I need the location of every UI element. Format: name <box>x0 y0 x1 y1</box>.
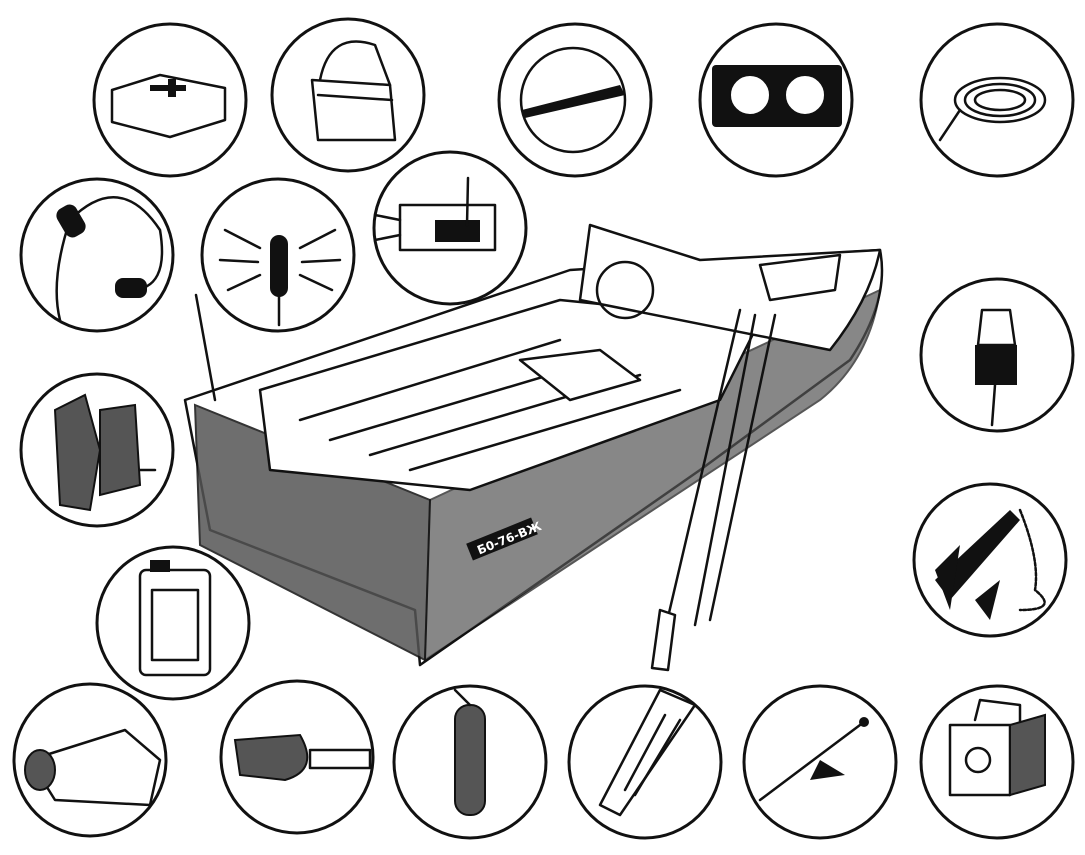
rope-coil-icon <box>919 22 1075 178</box>
motor-boat: Б0-76-ВЖ <box>183 223 884 672</box>
instrument-panel-icon <box>698 22 854 178</box>
bailer-scoop-icon <box>219 679 375 835</box>
first-aid-kit-icon <box>92 22 248 178</box>
bag-icon <box>270 17 426 173</box>
tarp-roll-icon <box>12 682 168 838</box>
box-icon <box>919 684 1075 840</box>
oars <box>650 308 777 672</box>
flashlight-icon <box>200 177 356 333</box>
steering-wheel-icon <box>497 22 653 178</box>
anchor-icon <box>912 482 1068 638</box>
navigation-light-icon <box>919 277 1075 433</box>
fender-icon <box>392 684 548 840</box>
paddle-icon <box>567 684 723 840</box>
boathook-icon <box>742 684 898 840</box>
fuel-canister-icon <box>95 545 251 701</box>
life-jacket-icon <box>19 372 175 528</box>
throttle-control-icon <box>372 150 528 306</box>
throwing-line-icon <box>19 177 175 333</box>
